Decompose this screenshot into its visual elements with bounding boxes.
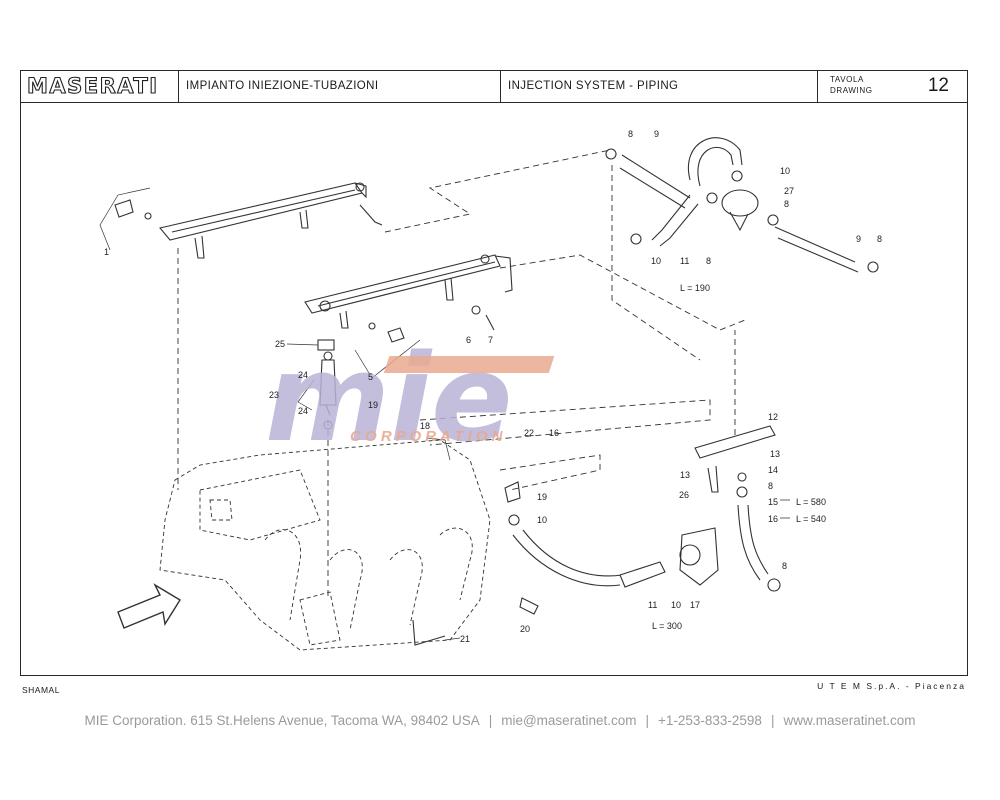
- callouts: 1 5 6 7 8 9 10 27 8 9 8 10 11 8 L = 190 …: [104, 129, 882, 644]
- footer: MIE Corporation. 615 St.Helens Avenue, T…: [84, 713, 916, 728]
- drawing-sheet: MASERATI IMPIANTO INIEZIONE-TUBAZIONI IN…: [20, 70, 968, 676]
- callout: 19: [368, 400, 378, 410]
- fuel-pump-group: [412, 481, 719, 646]
- callout: 27: [784, 186, 794, 196]
- drawing-number-cell: TAVOLA DRAWING 12: [818, 71, 967, 102]
- manufacturer-name: U T E M S.p.A. - Piacenza: [817, 681, 966, 691]
- callout: 17: [690, 600, 700, 610]
- callout: 18: [420, 421, 430, 431]
- callout: 5: [368, 372, 373, 382]
- callout: 8: [706, 256, 711, 266]
- callout: 12: [768, 412, 778, 422]
- callout: 21: [460, 634, 470, 644]
- callout: L = 190: [680, 283, 710, 293]
- drawing-number: 12: [927, 75, 949, 96]
- title-english: INJECTION SYSTEM - PIPING: [508, 80, 679, 92]
- watermark-accent-bar: [383, 356, 555, 373]
- callout: L = 580: [796, 497, 826, 507]
- callout: 9: [654, 129, 659, 139]
- callout: 19: [537, 492, 547, 502]
- intake-manifold: [159, 439, 491, 651]
- callout: 8: [782, 561, 787, 571]
- title-block: MASERATI IMPIANTO INIEZIONE-TUBAZIONI IN…: [21, 71, 967, 103]
- footer-phone: +1-253-833-2598: [657, 713, 762, 728]
- callout: 8: [628, 129, 633, 139]
- callout: 6: [466, 335, 471, 345]
- callout: 8: [877, 234, 882, 244]
- callout: 15: [768, 497, 778, 507]
- callout: 10: [537, 515, 547, 525]
- fuel-rail-center: [304, 254, 513, 343]
- callout: 11: [680, 256, 689, 266]
- title-it-cell: IMPIANTO INIEZIONE-TUBAZIONI: [179, 71, 501, 102]
- callout: 10: [780, 166, 790, 176]
- callout: 10: [651, 256, 661, 266]
- brand-logo: MASERATI: [26, 73, 159, 98]
- callout: 24: [298, 370, 308, 380]
- callout: L = 300: [652, 621, 682, 631]
- callout: 22: [524, 428, 534, 438]
- callout: 10: [671, 600, 681, 610]
- callout: 7: [488, 335, 493, 345]
- callout: 11: [648, 600, 657, 610]
- tavola-label: TAVOLA: [830, 75, 864, 84]
- watermark-logo: mie: [265, 330, 513, 469]
- fuel-rail-left: [114, 182, 383, 259]
- callout: 1: [104, 247, 109, 257]
- brand-cell: MASERATI: [21, 71, 179, 102]
- callout: 9: [856, 234, 861, 244]
- callout: 25: [275, 339, 285, 349]
- front-arrow: [117, 583, 181, 629]
- callout: 13: [680, 470, 690, 480]
- title-en-cell: INJECTION SYSTEM - PIPING: [501, 71, 818, 102]
- callout: L = 540: [796, 514, 826, 524]
- title-italian: IMPIANTO INIEZIONE-TUBAZIONI: [186, 80, 379, 92]
- injector-assembly: [317, 339, 337, 430]
- callout: 16: [768, 514, 778, 524]
- drawing-label: DRAWING: [830, 86, 873, 95]
- callout: 20: [520, 624, 530, 634]
- watermark-sub: C O R P O R A T I O N: [350, 428, 504, 445]
- footer-company: MIE Corporation. 615 St.Helens Avenue, T…: [84, 713, 480, 728]
- callout: 26: [679, 490, 689, 500]
- mie-watermark: mie C O R P O R A T I O N: [265, 330, 555, 469]
- bracket-and-hoses: [694, 425, 781, 592]
- pressure-regulator-group: [605, 137, 879, 273]
- callout: 8: [768, 481, 773, 491]
- callout: 8: [784, 199, 789, 209]
- callout: 23: [269, 390, 279, 400]
- callout: 13: [770, 449, 780, 459]
- model-name: SHAMAL: [22, 685, 60, 695]
- callout: 24: [298, 406, 308, 416]
- callout: 16: [549, 428, 559, 438]
- footer-website[interactable]: www.maseratinet.com: [783, 713, 916, 728]
- footer-email[interactable]: mie@maseratinet.com: [501, 713, 637, 728]
- callout: 14: [768, 465, 778, 475]
